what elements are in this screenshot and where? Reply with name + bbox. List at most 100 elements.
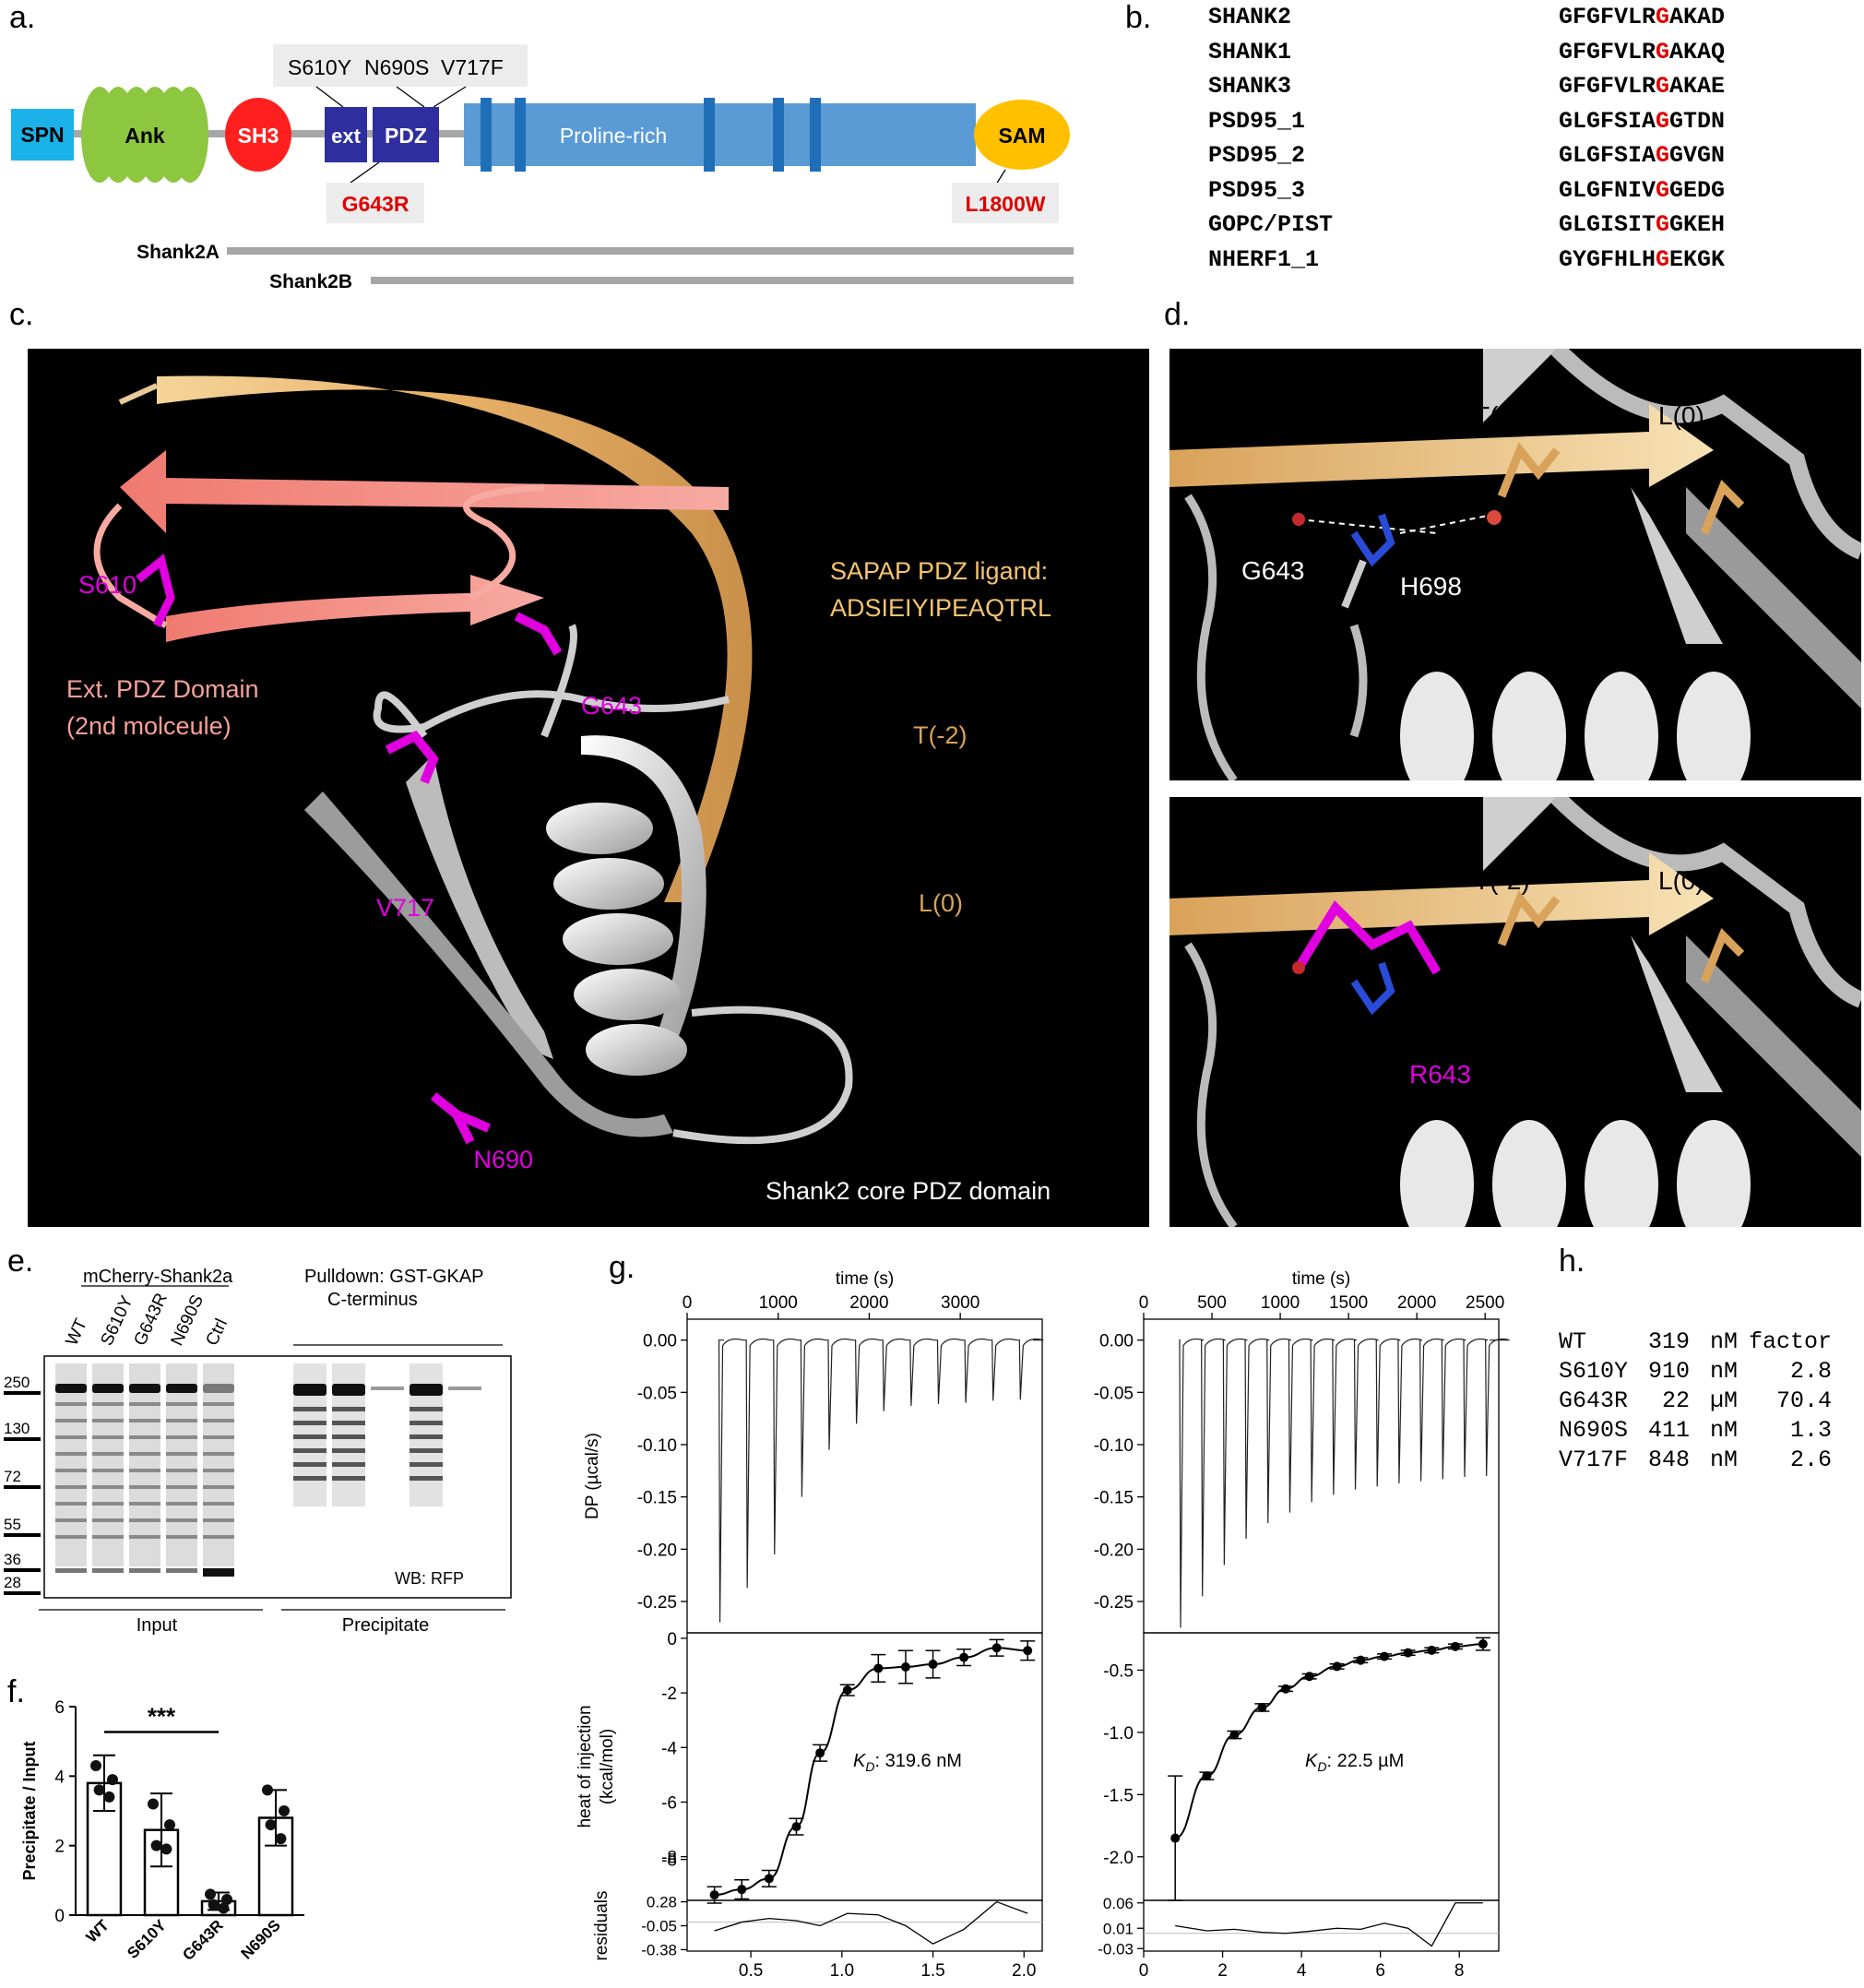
label-ext-domain-1: Ext. PDZ Domain xyxy=(66,675,259,703)
input-minor-band xyxy=(92,1518,124,1522)
svg-text:SAM: SAM xyxy=(998,124,1045,148)
precip-band-faint xyxy=(448,1387,481,1390)
significance-label: *** xyxy=(148,1703,176,1731)
input-minor-band xyxy=(203,1502,234,1506)
isoform-shank2b xyxy=(371,277,1074,284)
mw-tick xyxy=(4,1591,41,1595)
input-minor-band xyxy=(166,1485,197,1489)
kd-table-cell: 411 xyxy=(1647,1417,1690,1444)
data-point xyxy=(208,1899,220,1911)
data-point xyxy=(1379,1651,1389,1661)
d-top-g643: G643 xyxy=(1241,556,1305,585)
x-tick-label: 1.0 xyxy=(830,1961,854,1981)
panel-a-svg: S610Y N690S V717F SPN Ank SH3 ext PDZ xyxy=(11,44,1074,292)
mut-s610y: S610Y xyxy=(288,55,351,79)
mw-tick xyxy=(4,1568,41,1572)
data-point xyxy=(221,1894,232,1906)
input-minor-band xyxy=(166,1419,197,1423)
y-tick-label: 4 xyxy=(54,1768,65,1787)
data-point xyxy=(873,1663,884,1673)
panel-label-c: c. xyxy=(9,297,34,332)
data-point xyxy=(815,1748,825,1758)
label-t2: T(-2) xyxy=(913,721,967,749)
input-band-250 xyxy=(166,1384,197,1393)
panel-a-domain-diagram: S610Y N690S V717F SPN Ank SH3 ext PDZ xyxy=(0,37,1107,304)
precip-minor-band xyxy=(410,1434,443,1439)
domain-sam xyxy=(974,100,1070,170)
input-minor-band xyxy=(129,1435,160,1439)
y-tick-label: -2.0 xyxy=(1103,1849,1134,1868)
precip-minor-band xyxy=(293,1407,326,1411)
input-minor-band xyxy=(129,1535,160,1539)
data-point xyxy=(1356,1655,1366,1665)
conserved-glycine: G xyxy=(1656,4,1670,30)
precip-minor-band xyxy=(293,1448,326,1453)
data-point xyxy=(148,1798,159,1810)
input-minor-band xyxy=(166,1518,197,1522)
y-tick-label: -0.25 xyxy=(1094,1593,1134,1613)
y-tick-label: 0 xyxy=(54,1907,65,1926)
panel-c-structure: S610 SAPAP PDZ ligand: ADSIEIYIPEAQTRL E… xyxy=(28,349,1149,1227)
precip-minor-band xyxy=(293,1462,326,1467)
panel-label-e: e. xyxy=(7,1244,34,1279)
data-point xyxy=(93,1784,105,1796)
dp-axis-label: DP (µcal/s) xyxy=(583,1433,602,1519)
data-point xyxy=(1257,1702,1267,1712)
protein-name: NHERF1_1 xyxy=(1208,245,1320,273)
beta-strand-1 xyxy=(406,755,553,1059)
lane-label: WT xyxy=(62,1315,91,1349)
conserved-glycine: G xyxy=(1656,38,1670,65)
svg-text:Ank: Ank xyxy=(125,124,165,148)
precipitate-label: Precipitate xyxy=(342,1615,430,1636)
lane-label: G643R xyxy=(130,1291,171,1349)
input-minor-band xyxy=(203,1402,234,1406)
data-point xyxy=(1304,1672,1314,1682)
input-minor-band xyxy=(92,1435,124,1439)
panel-d-top: T(-2) L(0) G643 H698 xyxy=(1169,349,1861,780)
top-x-tick-label: 2000 xyxy=(1397,1293,1436,1313)
thermogram-trace xyxy=(718,1338,1044,1623)
data-point xyxy=(218,1902,230,1914)
residuals-frame xyxy=(1143,1899,1500,1952)
svg-text:G643R: G643R xyxy=(342,192,410,216)
panel-c-svg: S610 SAPAP PDZ ligand: ADSIEIYIPEAQTRL E… xyxy=(66,375,1051,1205)
precip-band-250 xyxy=(410,1384,443,1396)
label-core: Shank2 core PDZ domain xyxy=(766,1177,1051,1205)
kd-table-cell: 2.8 xyxy=(1789,1358,1832,1385)
input-minor-band xyxy=(203,1435,234,1439)
mw-label: 36 xyxy=(4,1551,21,1568)
data-point xyxy=(928,1660,938,1670)
d-top-l0: L(0) xyxy=(1658,401,1704,430)
precip-minor-band xyxy=(332,1448,365,1453)
data-point xyxy=(1403,1648,1413,1658)
kd-table-cell: 22 xyxy=(1661,1387,1690,1414)
top-x-tick-label: 2500 xyxy=(1466,1293,1504,1313)
y-tick-label: -1.5 xyxy=(1103,1786,1134,1805)
sequence: GLGFNIVGGEDG xyxy=(1559,176,1726,204)
data-point xyxy=(164,1819,175,1831)
sequence: GLGFSIAGGTDN xyxy=(1559,107,1726,135)
top-x-tick-label: 1000 xyxy=(759,1293,798,1313)
panel-label-a: a. xyxy=(9,0,36,35)
mw-tick xyxy=(4,1391,41,1395)
kd-table-cell: nM xyxy=(1710,1417,1739,1444)
input-lane-smear xyxy=(55,1363,87,1566)
sequence: GFGFVLRGAKAD xyxy=(1559,4,1726,30)
precip-band-250 xyxy=(293,1384,326,1396)
domain-ank xyxy=(81,87,208,183)
kd-table-cell: 70.4 xyxy=(1775,1387,1832,1414)
precip-minor-band xyxy=(332,1407,365,1411)
data-point xyxy=(709,1890,719,1900)
panel-label-h: h. xyxy=(1559,1244,1585,1279)
y-tick-label: -0.20 xyxy=(637,1541,677,1560)
input-minor-band xyxy=(92,1485,124,1489)
panel-d-bottom-svg: T(-2) L(0) R643 xyxy=(1169,797,1861,1227)
input-lane-smear xyxy=(203,1363,234,1566)
